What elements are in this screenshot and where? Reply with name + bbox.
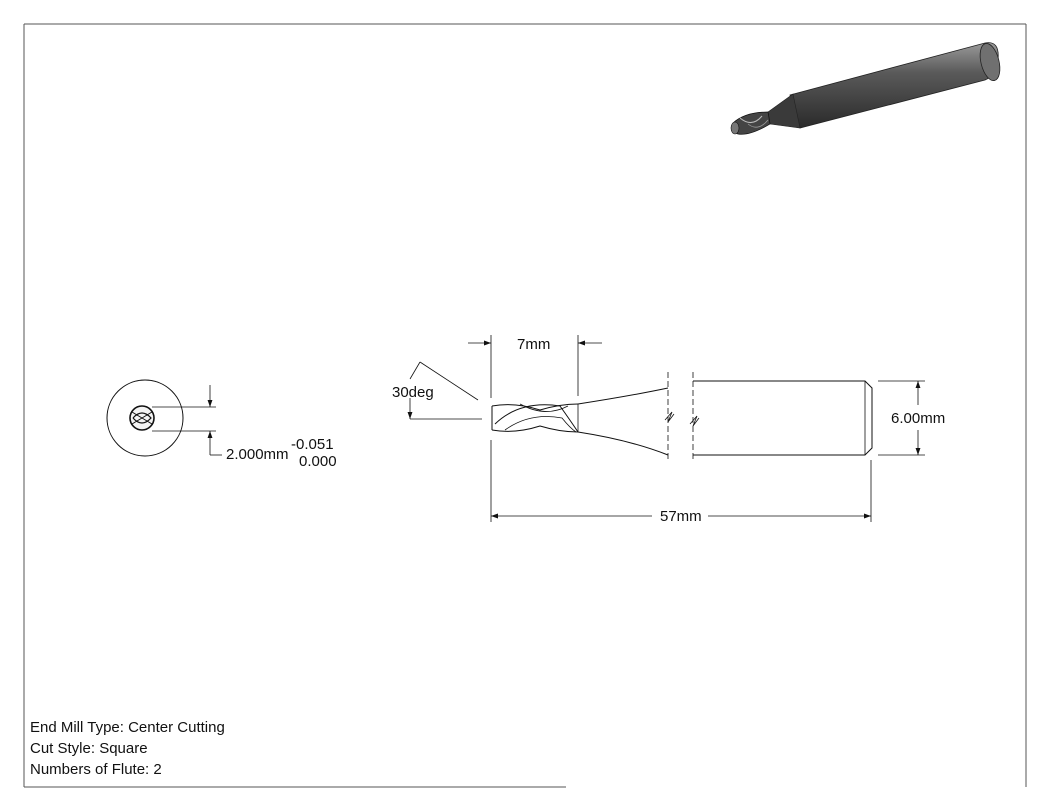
helix-angle-dimension: [407, 361, 482, 420]
flute-length-dimension: [468, 335, 602, 398]
end-view: [106, 379, 222, 457]
overall-length-dimension: [490, 440, 872, 522]
shank-diameter-dimension: [878, 380, 925, 456]
flute-length-label: 7mm: [517, 336, 550, 353]
end-mill-type-note: End Mill Type: Center Cutting: [30, 719, 225, 736]
isometric-end-mill-render: [730, 42, 1001, 135]
overall-length-label: 57mm: [660, 508, 702, 525]
cutter-diameter-label: 2.000mm: [226, 446, 289, 463]
cut-style-note: Cut Style: Square: [30, 740, 148, 757]
flute-count-note: Numbers of Flute: 2: [30, 761, 162, 778]
helix-angle-label: 30deg: [392, 384, 434, 401]
sheet-border: [23, 23, 1027, 788]
tolerance-upper-label: -0.051: [291, 436, 334, 453]
side-view: [491, 372, 873, 462]
drawing-notes: End Mill Type: Center Cutting Cut Style:…: [30, 717, 225, 780]
tolerance-lower-label: 0.000: [299, 453, 337, 470]
shank-diameter-label: 6.00mm: [891, 410, 945, 427]
